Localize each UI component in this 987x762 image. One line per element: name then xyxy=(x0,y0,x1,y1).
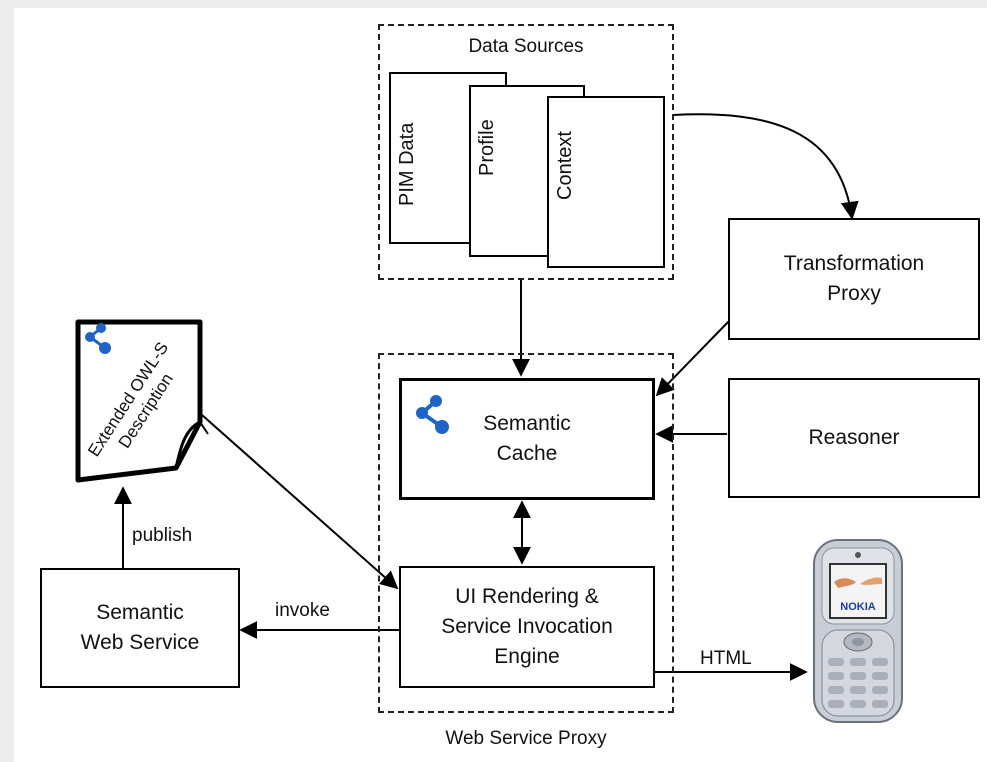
ui-rendering-engine-box: UI Rendering & Service Invocation Engine xyxy=(399,566,655,688)
edge-label-invoke: invoke xyxy=(275,600,330,621)
edge-sources-to-transformation xyxy=(672,113,859,220)
page-pim-data-label: PIM Data xyxy=(396,122,418,206)
page-profile-label: Profile xyxy=(476,119,498,176)
edge-label-html: HTML xyxy=(700,648,752,669)
web-service-proxy-title: Web Service Proxy xyxy=(445,728,607,749)
data-sources-title: Data Sources xyxy=(468,36,584,57)
edge-label-publish: publish xyxy=(132,525,193,546)
nokia-phone-icon: NOKIA xyxy=(813,539,903,723)
engine-line3: Engine xyxy=(494,645,560,668)
edge-owl-to-engine xyxy=(201,414,399,590)
semantic-network-icon xyxy=(416,395,449,434)
transformation-proxy-line1: Transformation xyxy=(783,252,925,275)
semantic-cache-line2: Cache xyxy=(496,442,558,465)
transformation-proxy-line2: Proxy xyxy=(827,282,881,305)
web-service-line1: Semantic xyxy=(96,601,184,624)
engine-line2: Service Invocation xyxy=(441,615,613,638)
phone-brand: NOKIA xyxy=(840,601,876,613)
web-service-line2: Web Service xyxy=(80,631,200,654)
owl-network-icon xyxy=(85,323,111,354)
reasoner-label: Reasoner xyxy=(808,426,900,449)
web-service-proxy-group xyxy=(378,353,674,713)
page-context-label: Context xyxy=(554,131,576,200)
edge-transformation-to-cache xyxy=(655,319,731,397)
engine-line1: UI Rendering & xyxy=(455,585,599,608)
semantic-web-service-box: Semantic Web Service xyxy=(40,568,240,688)
data-sources-group xyxy=(378,24,674,280)
reasoner-box: Reasoner xyxy=(728,378,980,498)
transformation-proxy-box: Transformation Proxy xyxy=(728,218,980,340)
semantic-cache-line1: Semantic xyxy=(483,412,571,435)
semantic-cache-box: Semantic Cache xyxy=(399,378,655,500)
owl-s-document xyxy=(75,319,209,483)
page-context xyxy=(547,96,665,268)
